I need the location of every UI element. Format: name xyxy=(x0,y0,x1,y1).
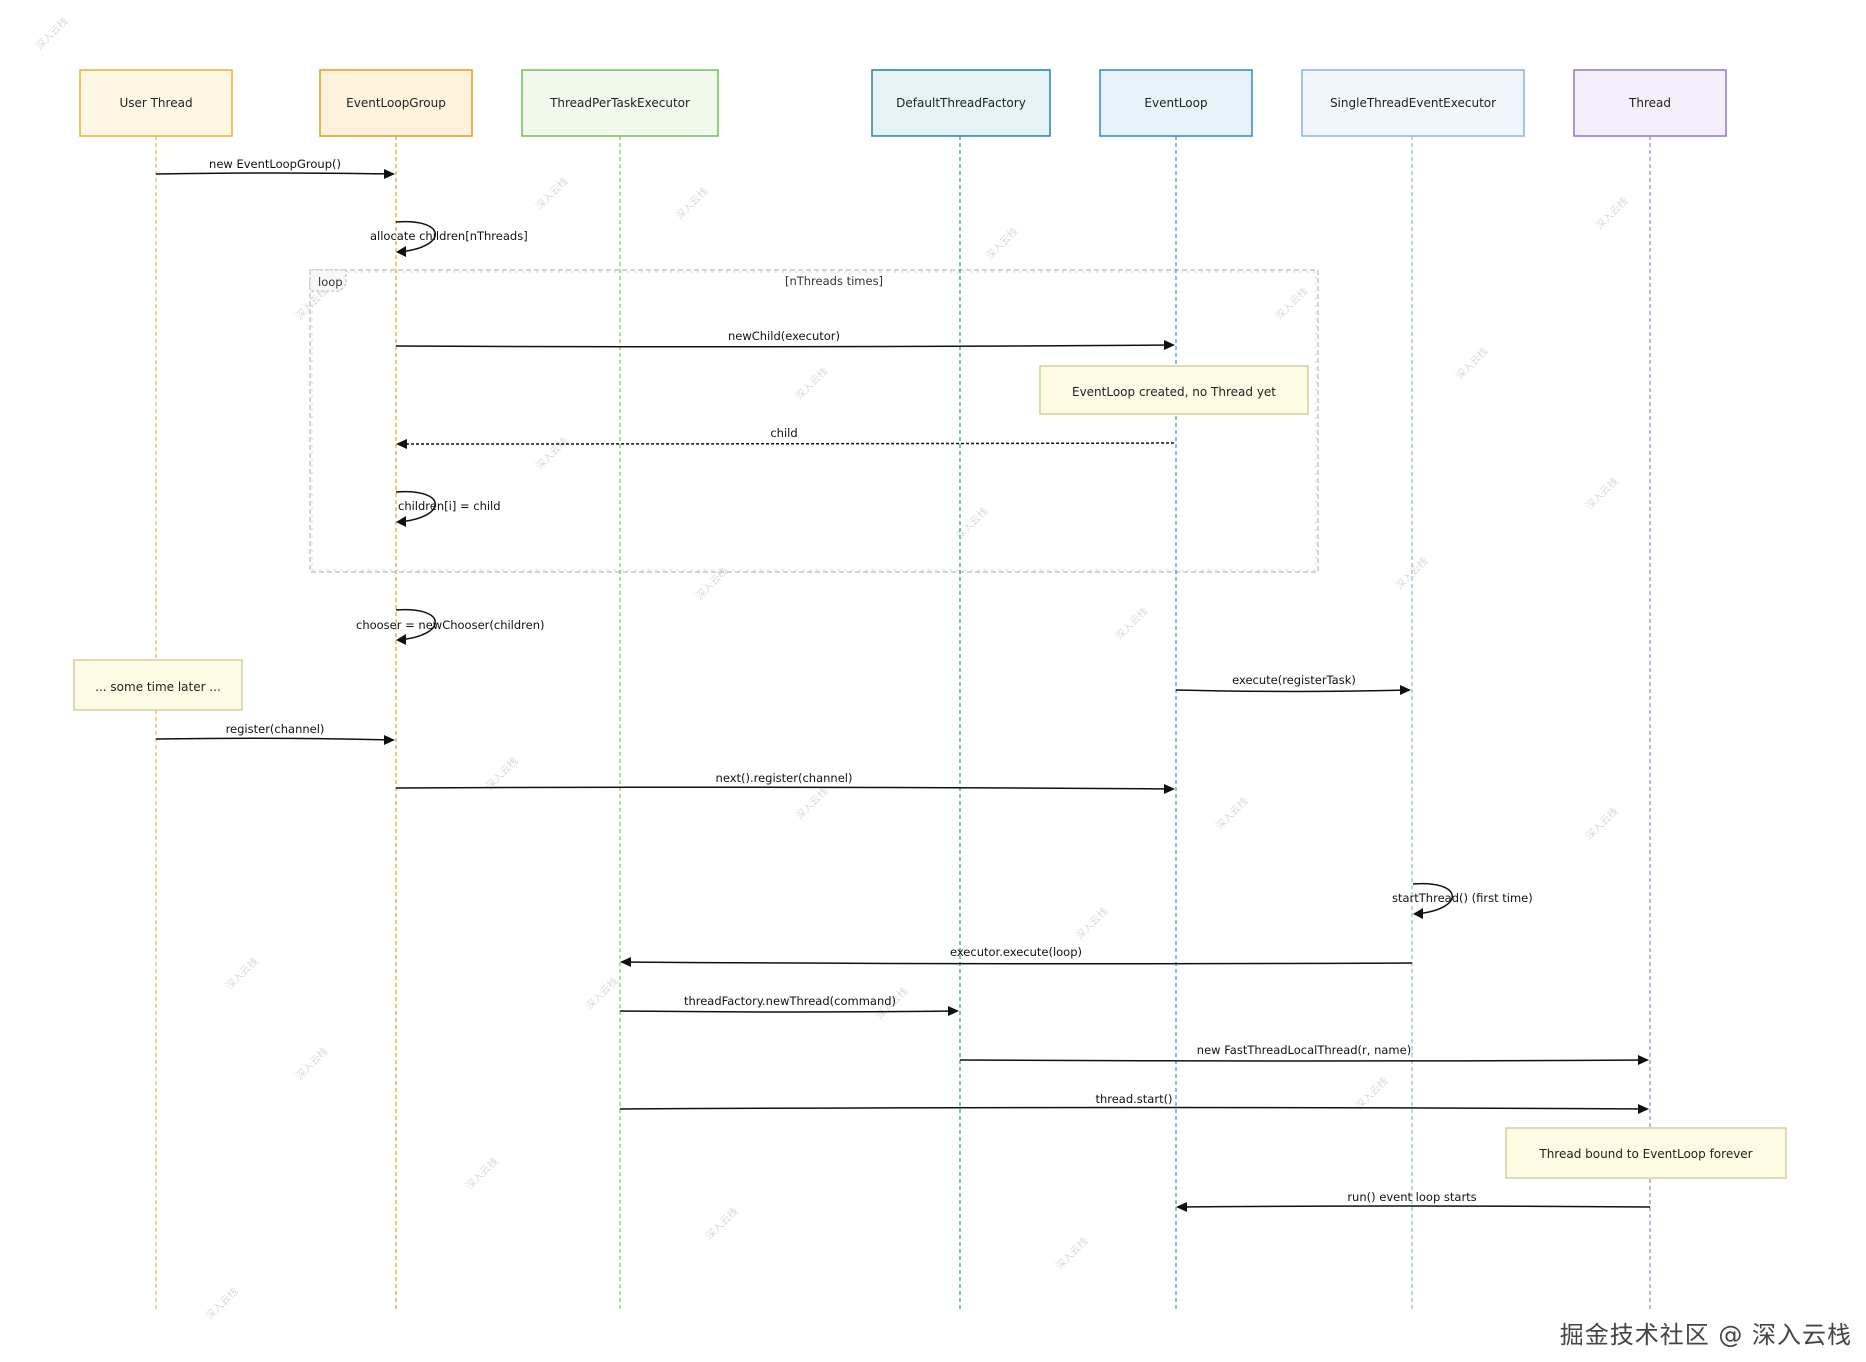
message-new-event-loop-group: new EventLoopGroup() xyxy=(155,157,395,179)
actor-user-thread: User Thread xyxy=(79,69,233,137)
message-label: chooser = newChooser(children) xyxy=(356,618,545,632)
note-eventloop-created: EventLoop created, no Thread yet xyxy=(1039,365,1309,415)
watermark-text: 深入云栈 xyxy=(533,175,570,212)
watermark-text: 深入云栈 xyxy=(33,15,70,52)
watermark-text: 深入云栈 xyxy=(1453,345,1490,382)
actor-default-thread-factory: DefaultThreadFactory xyxy=(871,69,1051,137)
footer-credit: 掘金技术社区 @ 深入云栈 xyxy=(1559,1321,1852,1349)
message-label: new FastThreadLocalThread(r, name) xyxy=(1197,1043,1411,1057)
message-child-return: child xyxy=(396,426,1175,449)
watermark-text: 深入云栈 xyxy=(1073,905,1110,942)
message-next-register: next().register(channel) xyxy=(395,771,1175,794)
watermark-text: 深入云栈 xyxy=(793,365,830,402)
watermark-layer: 深入云栈深入云栈深入云栈深入云栈深入云栈深入云栈深入云栈深入云栈深入云栈深入云栈… xyxy=(33,15,1630,1322)
actor-label: EventLoopGroup xyxy=(346,96,446,110)
watermark-text: 深入云栈 xyxy=(203,1285,240,1322)
message-label: next().register(channel) xyxy=(716,771,853,785)
watermark-text: 深入云栈 xyxy=(1053,1235,1090,1272)
message-label: new EventLoopGroup() xyxy=(209,157,341,171)
watermark-text: 深入云栈 xyxy=(953,505,990,542)
watermark-text: 深入云栈 xyxy=(983,225,1020,262)
message-run-event-loop: run() event loop starts xyxy=(1176,1190,1651,1212)
message-executor-execute: executor.execute(loop) xyxy=(620,945,1413,967)
note-text: EventLoop created, no Thread yet xyxy=(1072,385,1276,399)
actor-thread-per-task-executor: ThreadPerTaskExecutor xyxy=(521,69,719,137)
note-thread-bound: Thread bound to EventLoop forever xyxy=(1505,1127,1787,1179)
message-register-channel: register(channel) xyxy=(155,722,395,745)
message-label: register(channel) xyxy=(226,722,325,736)
watermark-text: 深入云栈 xyxy=(293,1045,330,1082)
note-text: Thread bound to EventLoop forever xyxy=(1538,1147,1752,1161)
message-label: threadFactory.newThread(command) xyxy=(684,994,896,1008)
message-label: executor.execute(loop) xyxy=(950,945,1082,959)
watermark-text: 深入云栈 xyxy=(673,185,710,222)
message-allocate-children: allocate children[nThreads] xyxy=(370,220,528,257)
actor-label: DefaultThreadFactory xyxy=(896,96,1026,110)
watermark-text: 深入云栈 xyxy=(703,1205,740,1242)
message-children-assign: children[i] = child xyxy=(395,490,501,527)
message-label: thread.start() xyxy=(1095,1092,1172,1106)
message-thread-start: thread.start() xyxy=(619,1092,1649,1114)
watermark-text: 深入云栈 xyxy=(1113,605,1150,642)
note-some-time-later: ... some time later ... xyxy=(73,659,243,711)
watermark-text: 深入云栈 xyxy=(793,785,830,822)
note-text: ... some time later ... xyxy=(95,680,221,694)
message-execute-register-task: execute(registerTask) xyxy=(1175,673,1411,695)
loop-frame: loop [nThreads times] xyxy=(309,269,1319,573)
actor-event-loop-group: EventLoopGroup xyxy=(319,69,473,137)
message-label: allocate children[nThreads] xyxy=(370,229,528,243)
watermark-text: 深入云栈 xyxy=(1583,475,1620,512)
actor-thread: Thread xyxy=(1573,69,1727,137)
message-label: execute(registerTask) xyxy=(1232,673,1356,687)
actor-single-thread-event-executor: SingleThreadEventExecutor xyxy=(1301,69,1525,137)
message-label: startThread() (first time) xyxy=(1392,891,1533,905)
message-new-child: newChild(executor) xyxy=(395,329,1175,350)
watermark-text: 深入云栈 xyxy=(1273,285,1310,322)
lifelines xyxy=(155,136,1651,1312)
actor-label: EventLoop xyxy=(1144,96,1207,110)
loop-tag: loop xyxy=(318,275,343,289)
message-start-thread: startThread() (first time) xyxy=(1392,882,1533,919)
watermark-text: 深入云栈 xyxy=(483,755,520,792)
actor-label: Thread xyxy=(1628,96,1671,110)
watermark-text: 深入云栈 xyxy=(1213,795,1250,832)
watermark-text: 深入云栈 xyxy=(583,975,620,1012)
message-new-thread: threadFactory.newThread(command) xyxy=(619,994,959,1016)
watermark-text: 深入云栈 xyxy=(533,435,570,472)
message-new-fast-thread-local-thread: new FastThreadLocalThread(r, name) xyxy=(959,1043,1649,1065)
watermark-text: 深入云栈 xyxy=(463,1155,500,1192)
message-label: newChild(executor) xyxy=(728,329,840,343)
actor-label: ThreadPerTaskExecutor xyxy=(549,96,690,110)
actor-label: SingleThreadEventExecutor xyxy=(1330,96,1496,110)
message-label: children[i] = child xyxy=(398,499,501,513)
watermark-text: 深入云栈 xyxy=(1353,1075,1390,1112)
message-label: run() event loop starts xyxy=(1347,1190,1476,1204)
message-new-chooser: chooser = newChooser(children) xyxy=(356,608,545,645)
loop-condition: [nThreads times] xyxy=(785,274,883,288)
message-label: child xyxy=(770,426,797,440)
watermark-text: 深入云栈 xyxy=(1593,195,1630,232)
watermark-text: 深入云栈 xyxy=(223,955,260,992)
watermark-text: 深入云栈 xyxy=(1583,805,1620,842)
actor-label: User Thread xyxy=(119,96,192,110)
actor-event-loop: EventLoop xyxy=(1099,69,1253,137)
